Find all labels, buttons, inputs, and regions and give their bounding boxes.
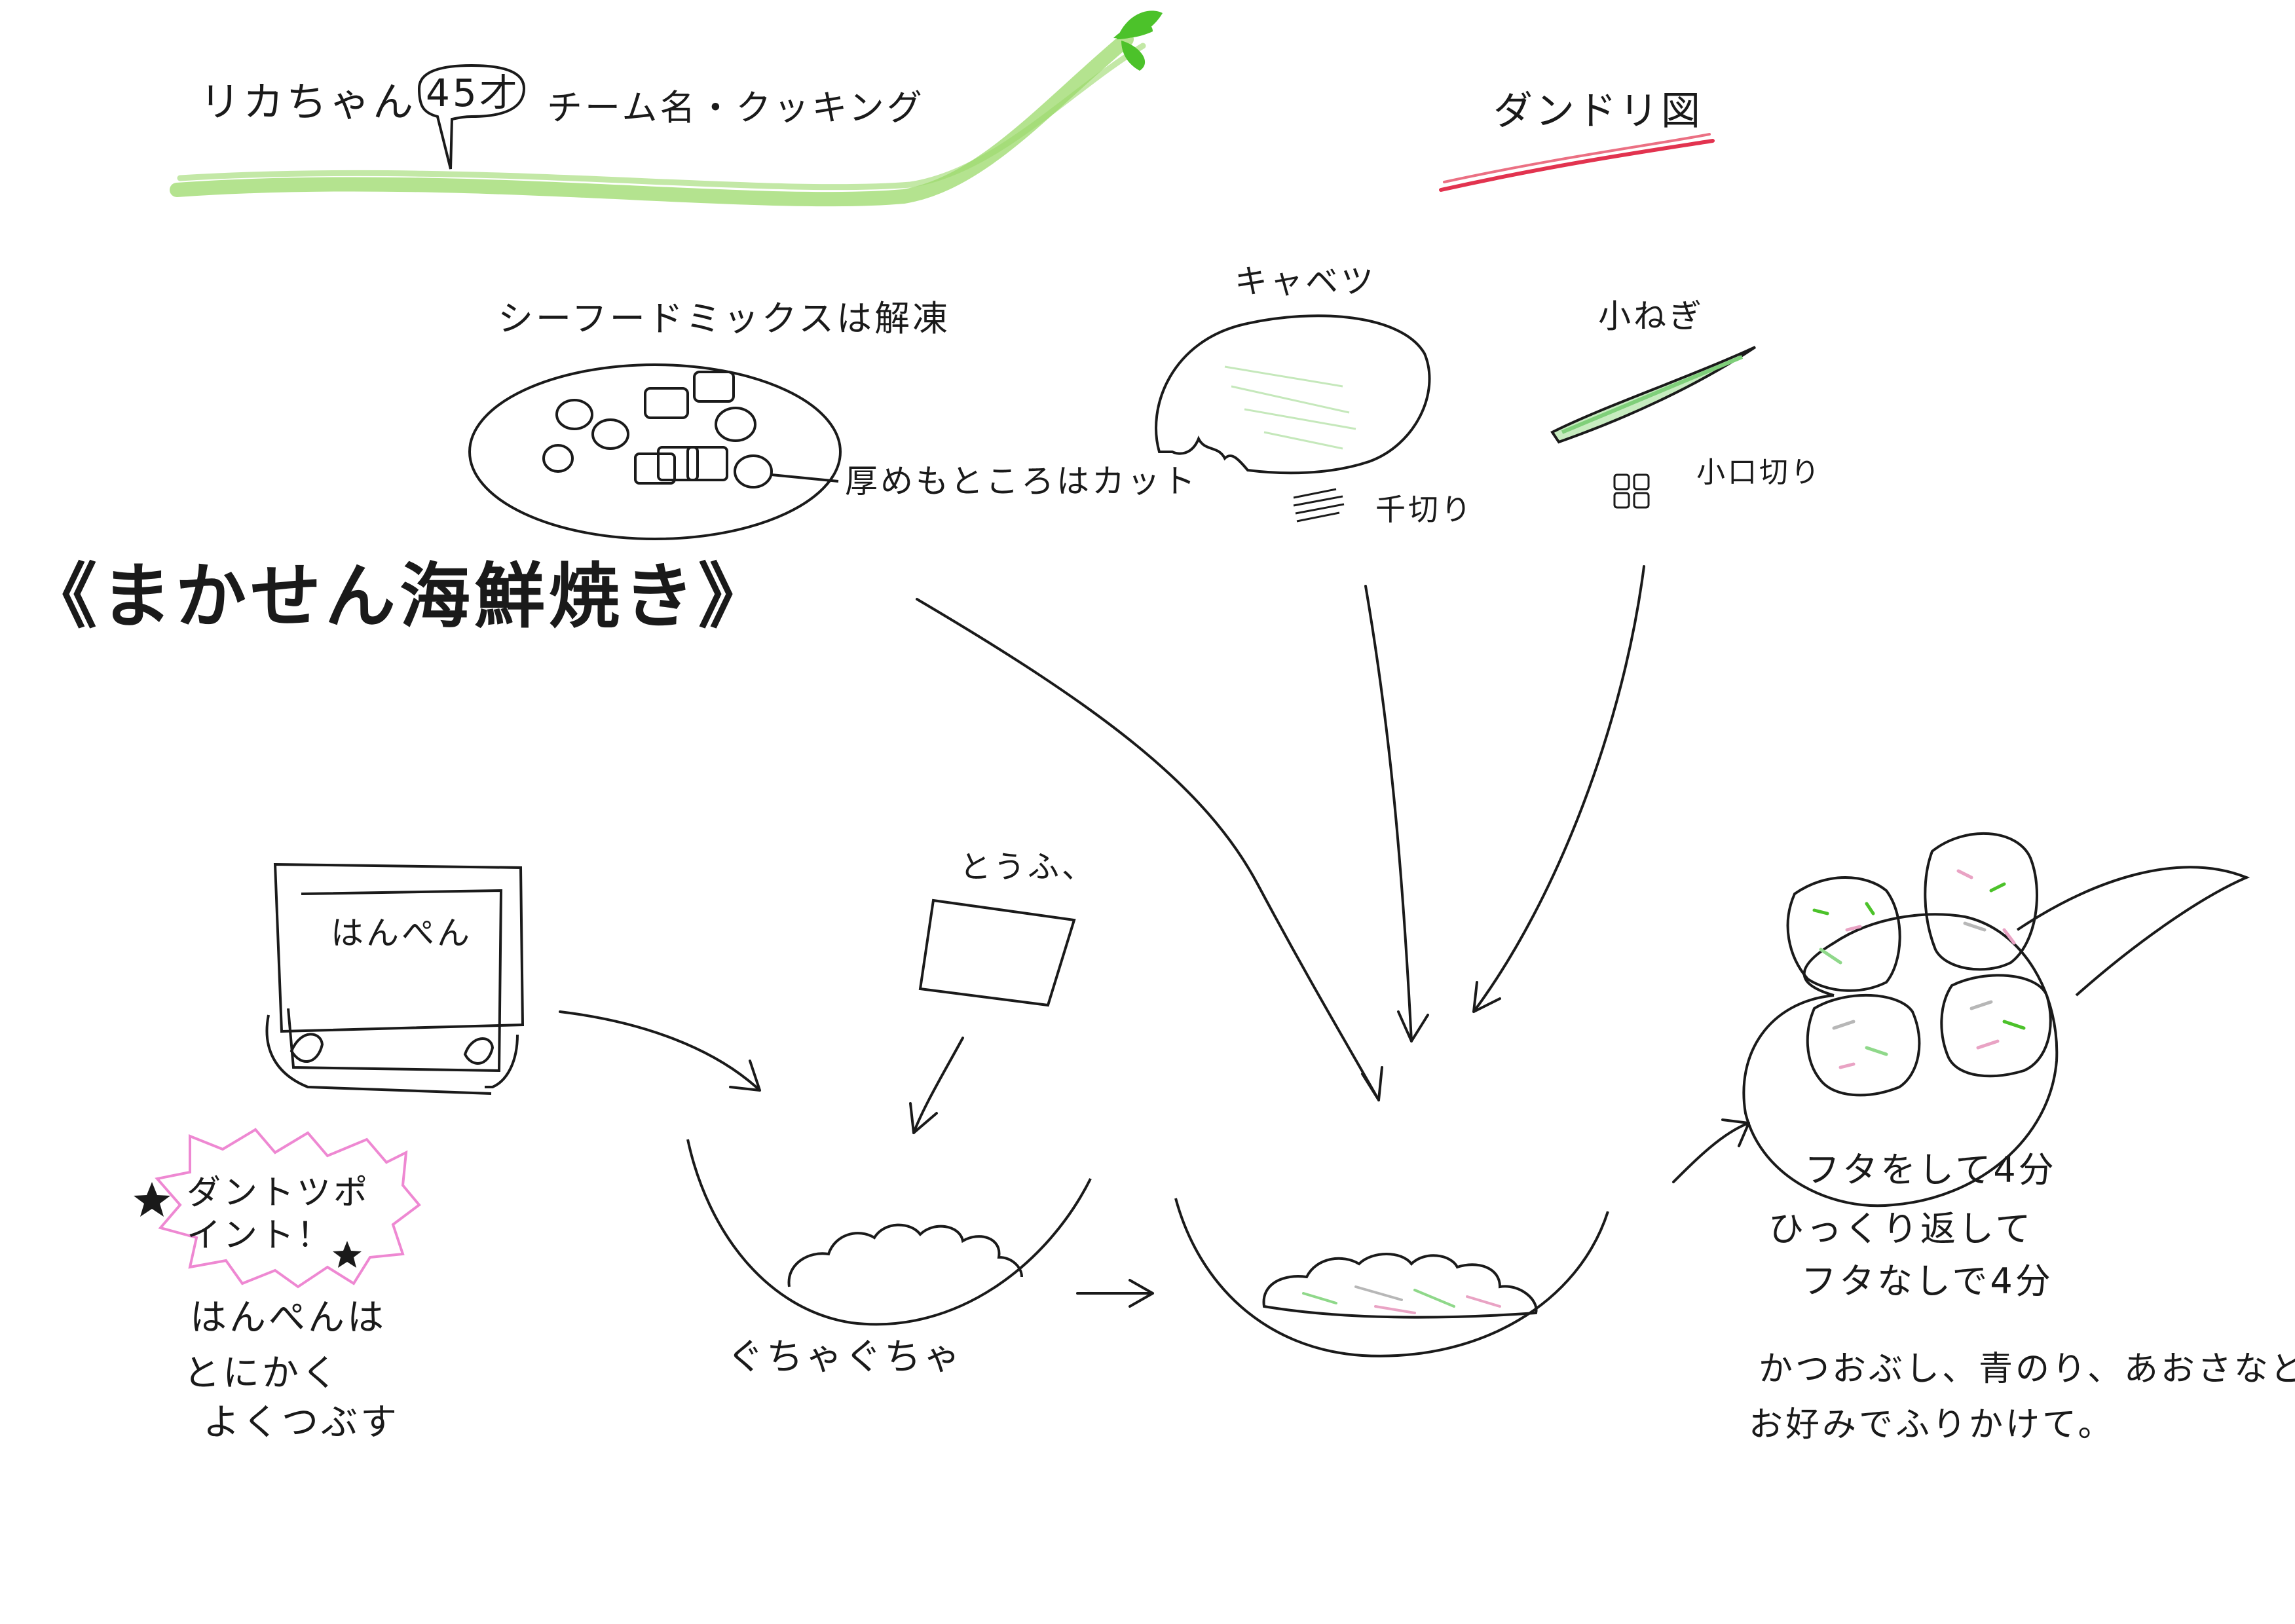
cook-step-line-2: ひっくり返して — [1768, 1208, 2034, 1249]
point-tip-line-1: はんぺんは — [190, 1297, 386, 1339]
tofu-label: とうふ、 — [960, 849, 1096, 885]
team-name: チーム名・クッキング — [547, 87, 925, 128]
point-badge-text: ダントツポイント！ — [187, 1173, 371, 1255]
dish-title: 《まかせん海鮮焼き》 — [26, 556, 774, 638]
mixing-bowl-illustration — [686, 1139, 1092, 1326]
dandori-underline — [1439, 133, 1715, 192]
green-onion-cut-label: 小口切り — [1696, 456, 1822, 489]
seafood-note: 厚めもところはカット — [845, 462, 1198, 500]
age-label: 45才 — [426, 71, 520, 115]
green-onion-label: 小ねぎ — [1598, 297, 1704, 335]
hanpen-illustration — [265, 862, 525, 1095]
point-tip-line-2: とにかく — [183, 1352, 341, 1395]
green-onion-illustration — [1550, 346, 1757, 509]
author-name: リカちゃん — [200, 78, 417, 126]
star-icon — [333, 1241, 362, 1268]
star-icon — [134, 1182, 170, 1217]
seafood-plate-illustration — [468, 363, 842, 540]
mash-step-label: ぐちゃぐちゃ — [727, 1336, 963, 1378]
cook-step-line-3: フタなしで4分 — [1801, 1261, 2053, 1302]
age-speech-bubble — [417, 64, 526, 170]
leaf-icon — [1113, 10, 1163, 71]
header-green-swoosh — [170, 32, 1146, 207]
point-badge-outline — [155, 1128, 421, 1289]
topping-line-2: お好みでふりかけて。 — [1749, 1405, 2115, 1445]
hanpen-label: はんぺん — [331, 914, 472, 952]
cook-step-line-1: フタをして4分 — [1804, 1149, 2057, 1190]
cabbage-illustration — [1155, 314, 1431, 523]
dandori-heading: ダンドリ図 — [1493, 88, 1703, 134]
point-badge: ダントツポイント！ — [187, 1172, 383, 1257]
batter-bowl-illustration — [1174, 1198, 1609, 1357]
cabbage-cut-label: 千切り — [1375, 492, 1474, 527]
tofu-illustration — [918, 898, 1076, 1007]
point-tip-line-3: よくつぶす — [203, 1401, 400, 1444]
frying-pan-illustration — [1742, 832, 2250, 1208]
seafood-label: シーフードミックスは解凍 — [498, 298, 951, 339]
topping-line-1: かつおぶし、青のり、あおさなど — [1759, 1350, 2295, 1389]
cabbage-label: キャベツ — [1235, 263, 1376, 301]
flow-arrows — [559, 565, 1750, 1308]
